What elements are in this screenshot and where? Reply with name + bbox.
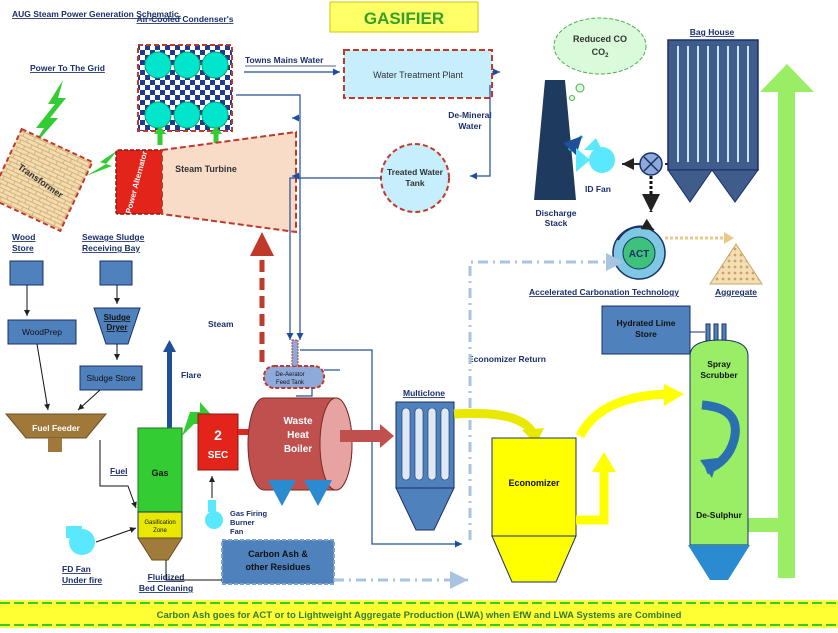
reduced-co2-cloud: Reduced CO CO2 [553, 17, 647, 101]
damper-icon [639, 152, 663, 176]
wood-store [9, 260, 44, 286]
steam-label: Steam [208, 319, 234, 329]
svg-text:De-Aerator: De-Aerator [275, 372, 304, 378]
fd-fan-icon [66, 526, 95, 555]
secondary-combustion-chamber: 2 SEC [197, 413, 239, 471]
economizer: Economizer [491, 437, 577, 583]
multiclone [395, 401, 455, 531]
subtitle: AUG Steam Power Generation Schematic. [12, 9, 181, 19]
power-to-grid-label: Power To The Grid [30, 63, 105, 73]
sewage-sludge-bay [99, 260, 133, 286]
svg-text:2: 2 [214, 427, 222, 443]
economizer-return-label: Economizer Return [468, 354, 546, 364]
burner-fan-icon [205, 500, 223, 529]
air-cooled-condensers-label: Air-Cooled Condenser's [137, 14, 234, 24]
svg-text:Feed Tank: Feed Tank [276, 380, 305, 386]
fuel-feeder: Fuel Feeder [4, 413, 108, 452]
svg-text:Aggregate: Aggregate [715, 287, 757, 297]
svg-text:ID Fan: ID Fan [585, 184, 611, 194]
svg-text:CO2: CO2 [592, 47, 610, 59]
title-banner: GASIFIER [329, 1, 479, 33]
de-aerator-tank: De-Aerator Feed Tank [263, 339, 325, 389]
lightning-icon [86, 150, 118, 176]
svg-text:Gas: Gas [151, 468, 168, 478]
carbon-ash-box: Carbon Ash &other Residues [221, 539, 335, 585]
flare-stack [167, 344, 172, 428]
sludge-store [79, 365, 143, 391]
svg-text:Fuel Feeder: Fuel Feeder [32, 423, 80, 433]
svg-text:ACT: ACT [629, 249, 650, 260]
bag-house [667, 39, 759, 203]
id-fan-icon: ID Fan [576, 138, 615, 194]
svg-text:WoodPrep: WoodPrep [22, 327, 62, 337]
svg-text:Water Treatment Plant: Water Treatment Plant [373, 70, 463, 80]
svg-text:SEC: SEC [208, 450, 229, 461]
power-alternator: Power Alternator [115, 149, 163, 215]
act-reactor: ACT [612, 218, 666, 280]
air-cooled-condenser [137, 44, 233, 132]
svg-text:Sludge Store: Sludge Store [86, 373, 135, 383]
svg-text:Steam Turbine: Steam Turbine [175, 164, 237, 174]
page-title: GASIFIER [364, 9, 444, 28]
flare-label: Flare [181, 370, 202, 380]
flue-gas-arrow [746, 64, 814, 578]
steam-turbine: Steam Turbine [161, 130, 297, 234]
svg-text:Carbon Ash &other Residues: Carbon Ash &other Residues [245, 549, 310, 572]
act-label: Accelerated Carbonation Technology [529, 287, 679, 297]
bag-house-label: Bag House [690, 27, 735, 37]
multiclone-label: Multiclone [403, 388, 445, 398]
wood-prep [7, 319, 77, 345]
footer-banner: Carbon Ash goes for ACT or to Lightweigh… [0, 600, 838, 628]
fuel-label: Fuel [110, 466, 127, 476]
transformer: Transformer [0, 127, 94, 233]
svg-text:De-Sulphur: De-Sulphur [696, 510, 742, 520]
lightning-icon [30, 80, 66, 150]
svg-text:Reduced CO: Reduced CO [573, 34, 627, 44]
aggregate-pile: Aggregate [709, 243, 763, 297]
towns-mains-water-label: Towns Mains Water [245, 55, 324, 65]
water-treatment-plant: Water Treatment Plant [343, 49, 493, 99]
svg-text:Economizer: Economizer [508, 478, 560, 488]
footer-text: Carbon Ash goes for ACT or to Lightweigh… [157, 610, 682, 621]
